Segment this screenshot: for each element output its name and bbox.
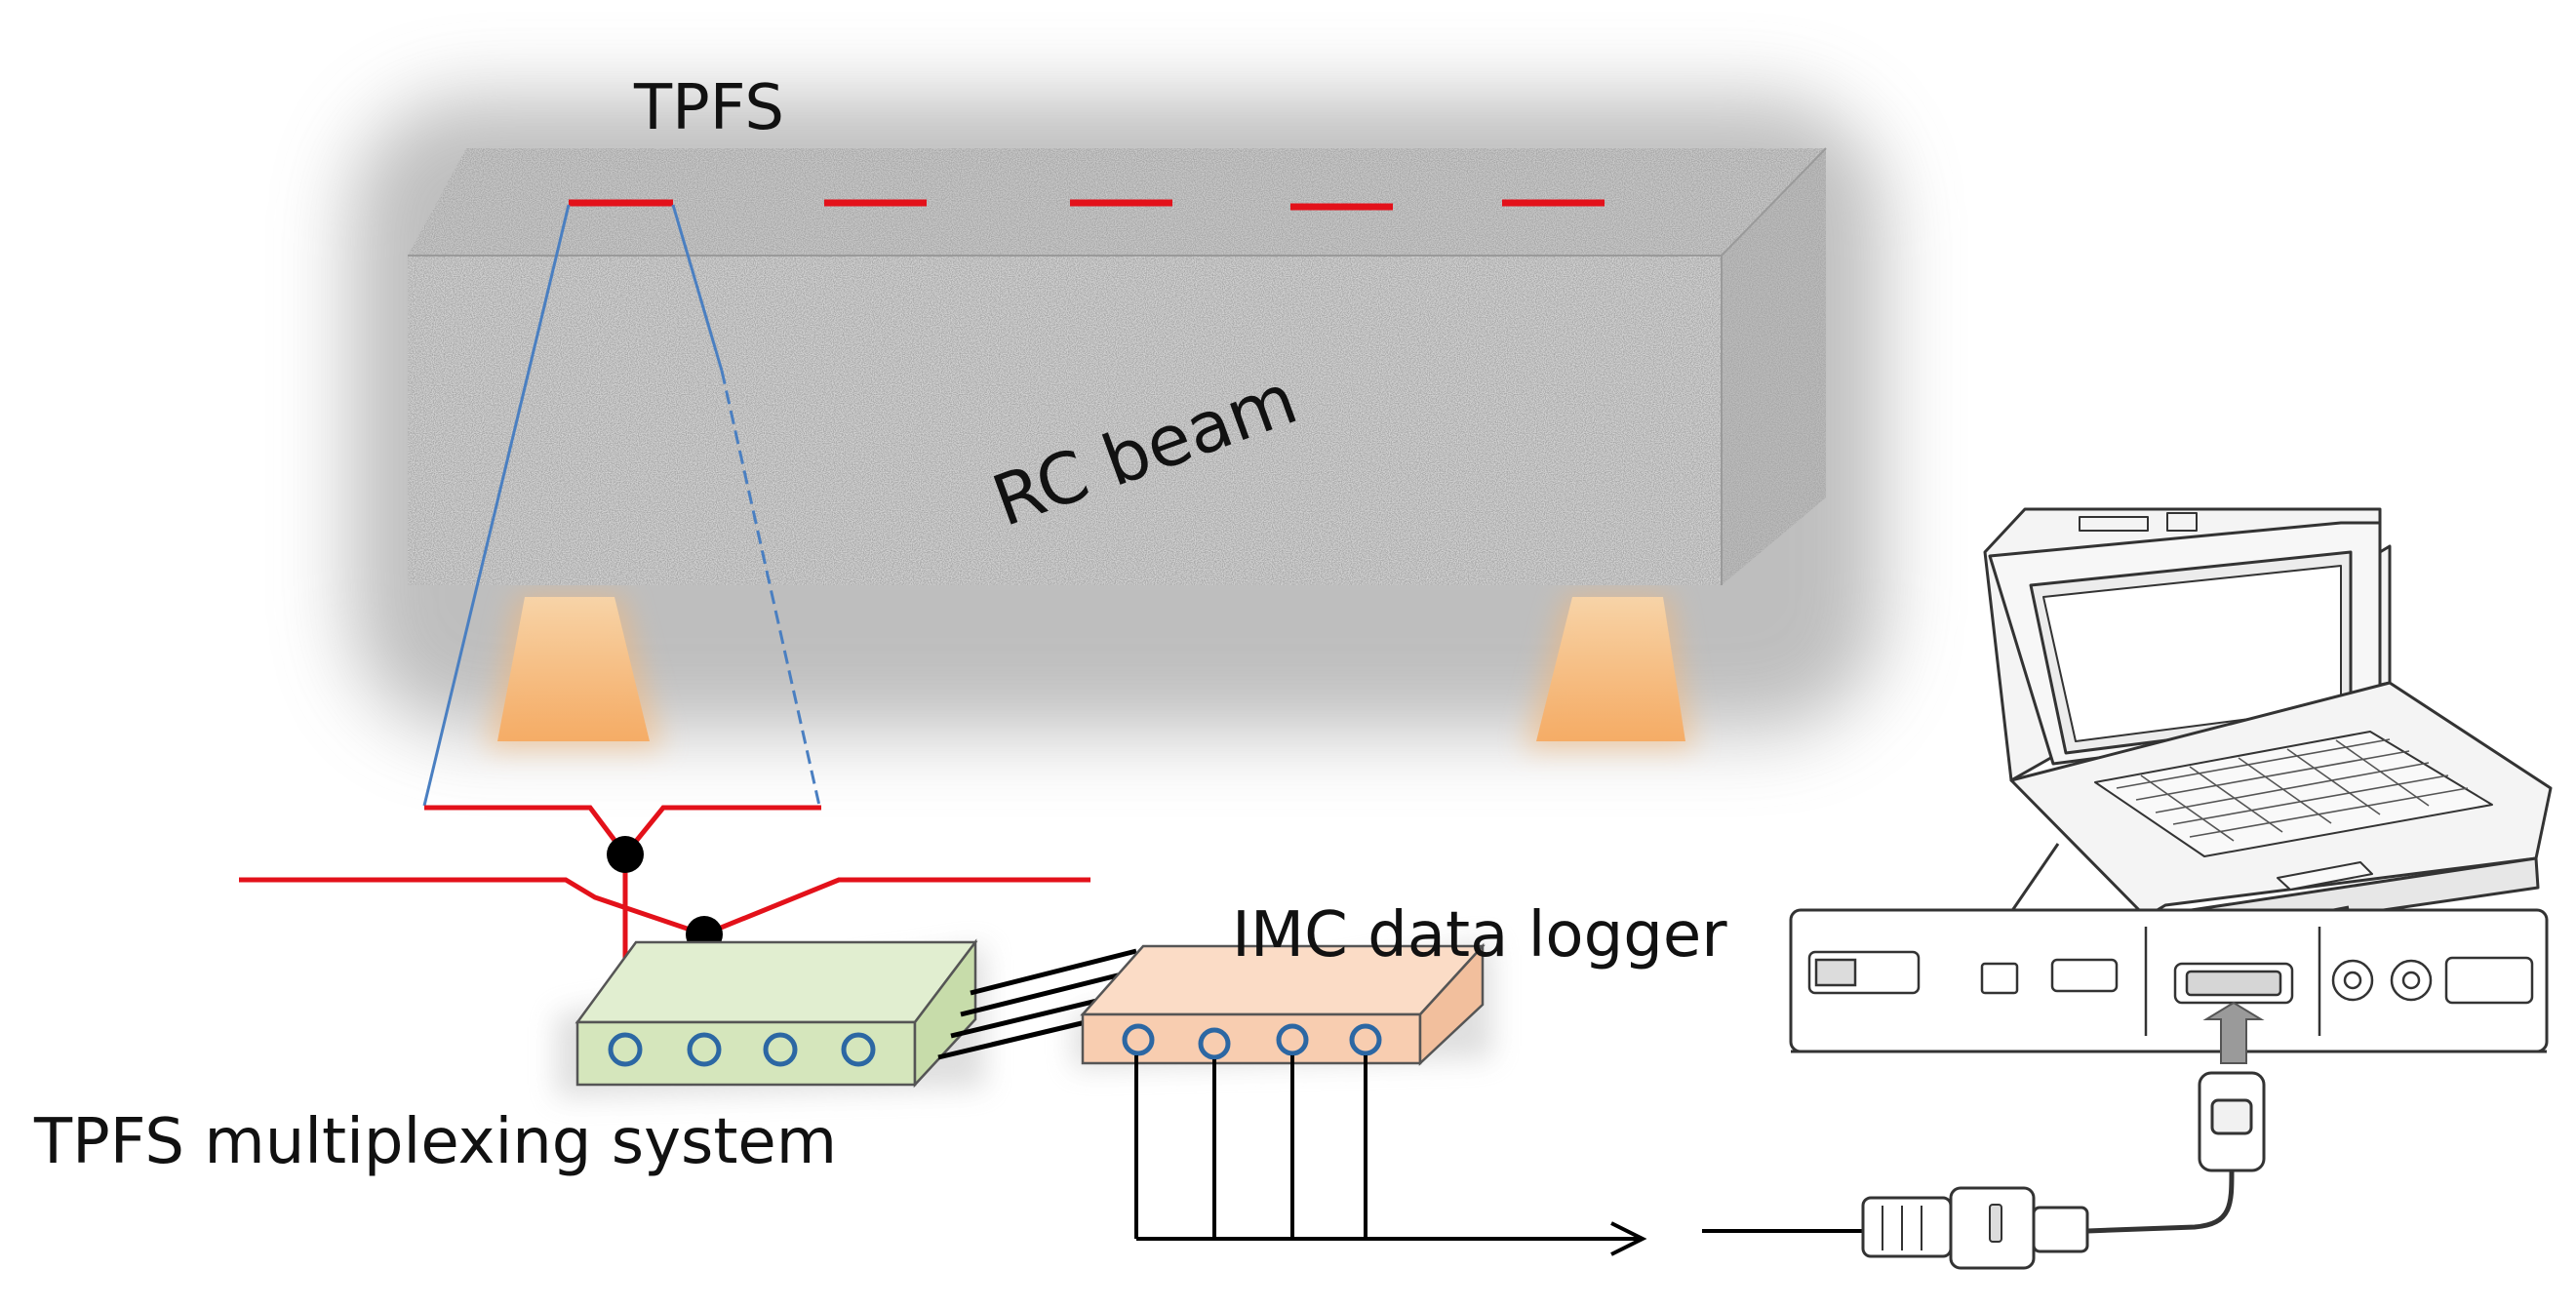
port-ring [687,1032,722,1067]
panel-port [2444,956,2534,1005]
port-ring [763,1032,798,1067]
panel-port [2050,958,2119,993]
coupler-node [607,836,644,873]
beam-supports [486,595,1695,749]
port-ring [608,1032,643,1067]
tpfs-label: TPFS [633,72,784,144]
panel-port [1980,962,2019,995]
logger-output-wires [1134,1055,1863,1256]
rc-beam [408,147,1827,585]
sensor-leader-lines [422,204,821,807]
mux-label: TPFS multiplexing system [33,1106,837,1178]
mux-side [913,938,977,1089]
logger-ports [1122,1023,1382,1060]
laptop-keyboard [2094,731,2493,857]
mux-front [575,1020,917,1087]
left-support [497,597,650,741]
logger-side [1418,942,1485,1066]
mux-ports [608,1032,876,1067]
imc-logger-label: IMC data logger [1232,899,1727,972]
port-ring [841,1032,876,1067]
laptop-icon [1983,507,2553,946]
logger-box [1080,942,1486,1066]
port-ring [1349,1023,1382,1056]
port-ring [1122,1023,1155,1056]
mux-box [575,938,978,1089]
serial-cable-icon [1861,1001,2266,1270]
right-support [1536,597,1685,741]
tpfs-sensors [569,199,1605,211]
port-ring [1198,1027,1231,1060]
panel-port [1814,958,1857,987]
mux-top [575,940,978,1024]
laptop-port-panel [1789,908,2549,1053]
logger-front [1081,1012,1422,1065]
port-ring [1276,1023,1309,1056]
